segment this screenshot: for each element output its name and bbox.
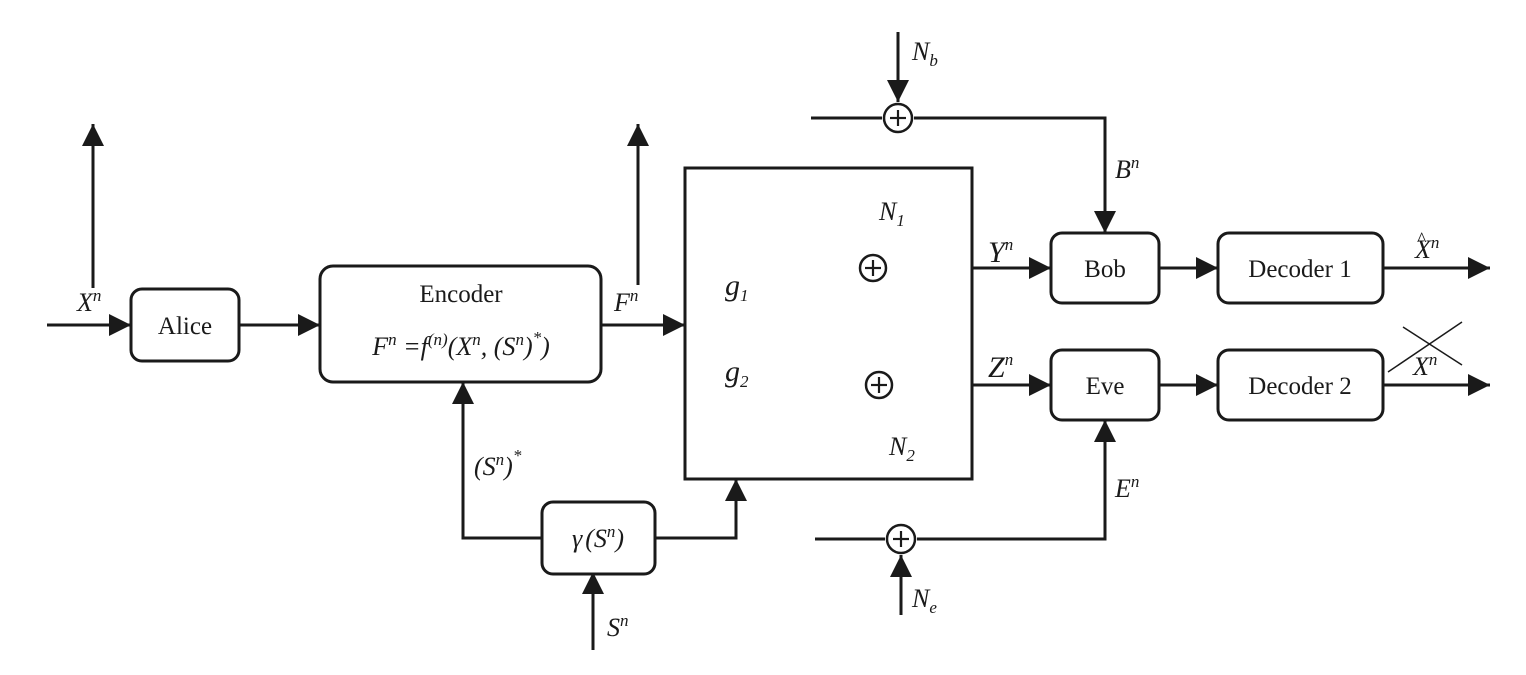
decoder2-label: Decoder 2: [1248, 373, 1351, 400]
label-s-input: Sn: [607, 611, 629, 642]
label-x-hat: Xn ^: [1414, 229, 1439, 264]
label-g2: g2: [725, 355, 749, 391]
label-g1: g1: [725, 269, 749, 305]
bob-block: Bob: [1049, 231, 1161, 305]
gamma-block: γ(Sn): [540, 500, 657, 576]
eve-label: Eve: [1086, 373, 1125, 400]
decoder1-label: Decoder 1: [1248, 256, 1351, 283]
decoder1-block: Decoder 1: [1216, 231, 1385, 305]
gamma-label: γ(Sn): [572, 522, 624, 553]
adder-nb: [882, 102, 914, 134]
channel-box: [683, 166, 974, 481]
encoder-formula: Fn =f(n)(Xn, (Sn)*): [371, 328, 550, 361]
label-s-star: (Sn)*: [474, 446, 522, 481]
wire-e-to-eve: [917, 420, 1116, 541]
alice-block: Alice: [129, 287, 241, 363]
label-n2: N2: [888, 432, 915, 465]
label-x-input: Xn: [76, 286, 101, 317]
alice-label: Alice: [158, 313, 212, 340]
label-n1: N1: [878, 197, 905, 230]
encoder-title: Encoder: [419, 281, 503, 308]
label-x-crossed: Xn: [1387, 321, 1463, 381]
label-z: Zn: [988, 350, 1013, 384]
label-nb: Nb: [911, 37, 938, 70]
channel-block: [683, 166, 974, 481]
eve-block: Eve: [1049, 348, 1161, 422]
adder-ne: [885, 523, 917, 555]
wire-b-to-bob: [914, 116, 1116, 233]
decoder2-block: Decoder 2: [1216, 348, 1385, 422]
wire-s-star-to-encoder: [452, 382, 542, 540]
encoder-block: Encoder Fn =f(n)(Xn, (Sn)*): [318, 264, 603, 384]
label-y: Yn: [988, 235, 1013, 269]
wire-gamma-to-channel: [655, 479, 747, 540]
label-x-crossed-text: Xn: [1412, 350, 1437, 381]
label-f-output: Fn: [613, 286, 638, 317]
label-e: En: [1114, 472, 1139, 503]
label-ne: Ne: [911, 584, 937, 617]
label-x-hat-text: Xn: [1414, 233, 1439, 264]
label-x-hat-accent: ^: [1417, 229, 1427, 251]
cross-line-2: [1402, 326, 1463, 366]
adder-n1: [858, 253, 888, 283]
label-b: Bn: [1115, 153, 1139, 184]
cross-line-1: [1387, 321, 1463, 373]
adder-n2: [864, 370, 894, 400]
bob-label: Bob: [1084, 256, 1126, 283]
